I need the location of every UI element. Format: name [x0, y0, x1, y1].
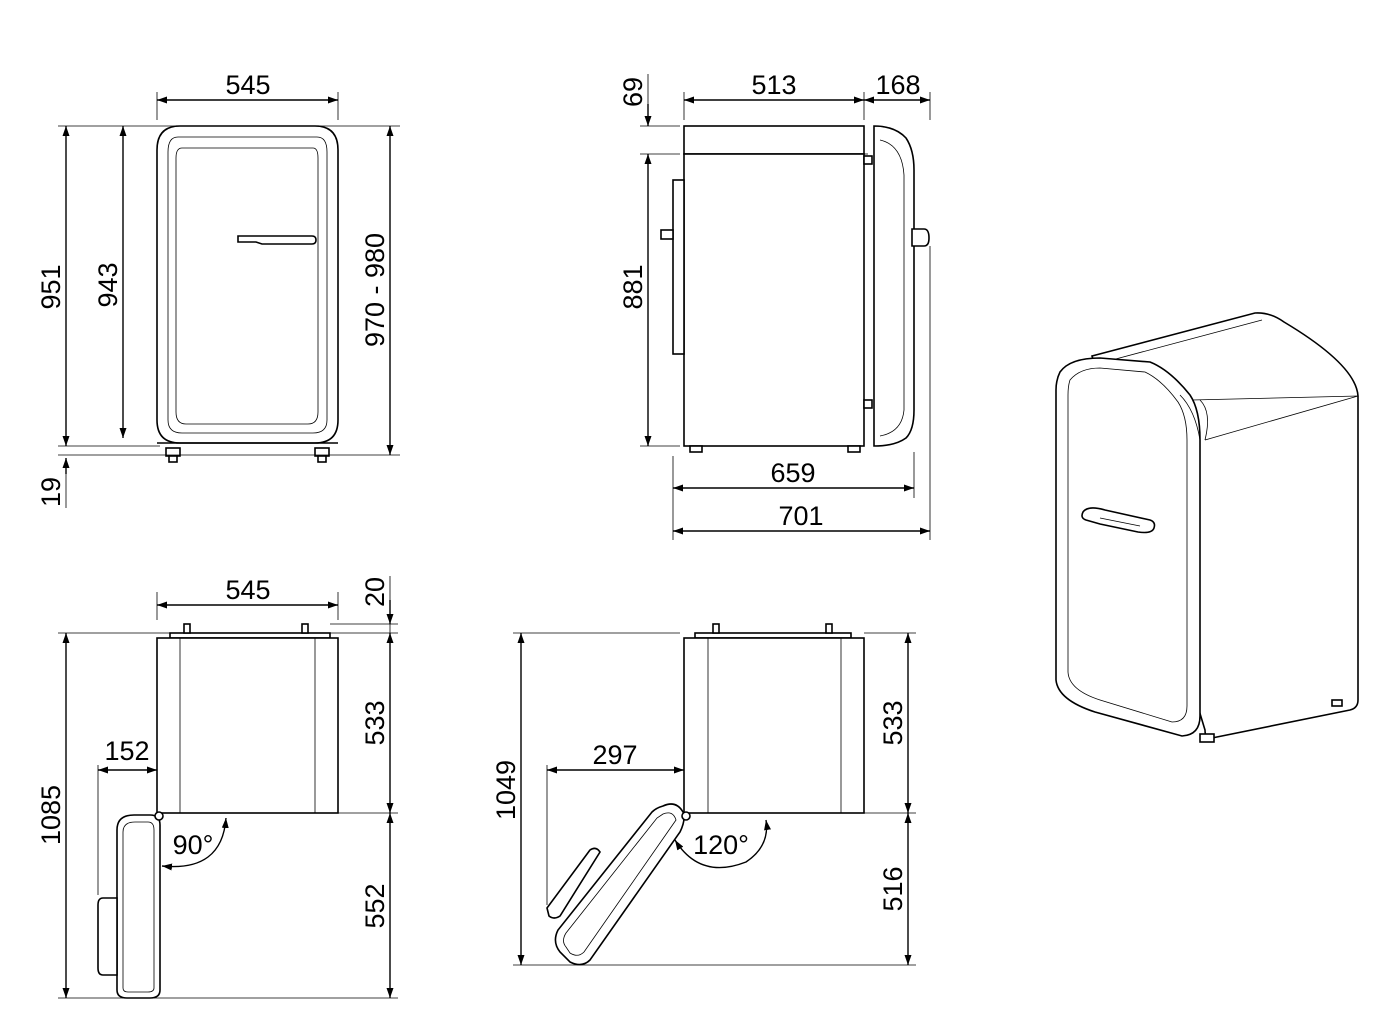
dim-front-width: 545	[225, 70, 270, 100]
dim-top90-depth: 533	[360, 700, 390, 745]
dim-front-height-total: 951	[36, 264, 66, 309]
top-view-120: 297 1049 533 516 120°	[491, 623, 916, 966]
dim-side-depth-701: 701	[778, 501, 823, 531]
dim-side-door: 168	[875, 70, 920, 100]
dim-top120-angle: 120°	[693, 830, 749, 860]
dim-top90-offset: 152	[104, 736, 149, 766]
dim-top90-total: 1085	[36, 785, 66, 845]
dim-front-height-body: 943	[93, 262, 123, 307]
dim-top90-angle: 90°	[173, 830, 214, 860]
top-view-90: 545 20 533 552 1085 152 90°	[36, 575, 398, 999]
dim-top90-width: 545	[225, 575, 270, 605]
dim-side-height: 881	[618, 264, 648, 309]
dim-top90-door: 552	[360, 883, 390, 928]
side-view: 513 168 69 881 659 701	[618, 70, 931, 540]
dim-top90-top: 20	[360, 577, 390, 607]
front-view: 545 951 943 970 - 980 19	[36, 70, 400, 508]
dim-top120-door: 516	[878, 866, 908, 911]
door-handle-icon	[237, 235, 317, 245]
perspective-view	[1055, 312, 1359, 743]
dim-front-feet: 19	[36, 477, 66, 507]
dim-top120-total: 1049	[491, 760, 521, 820]
dim-side-depth: 513	[751, 70, 796, 100]
dim-side-top: 69	[618, 77, 648, 107]
dim-front-height-adjustable: 970 - 980	[360, 233, 390, 347]
dim-top120-depth: 533	[878, 700, 908, 745]
dim-side-depth-659: 659	[770, 458, 815, 488]
dim-top120-offset: 297	[592, 740, 637, 770]
perspective-handle-icon	[1081, 507, 1156, 534]
